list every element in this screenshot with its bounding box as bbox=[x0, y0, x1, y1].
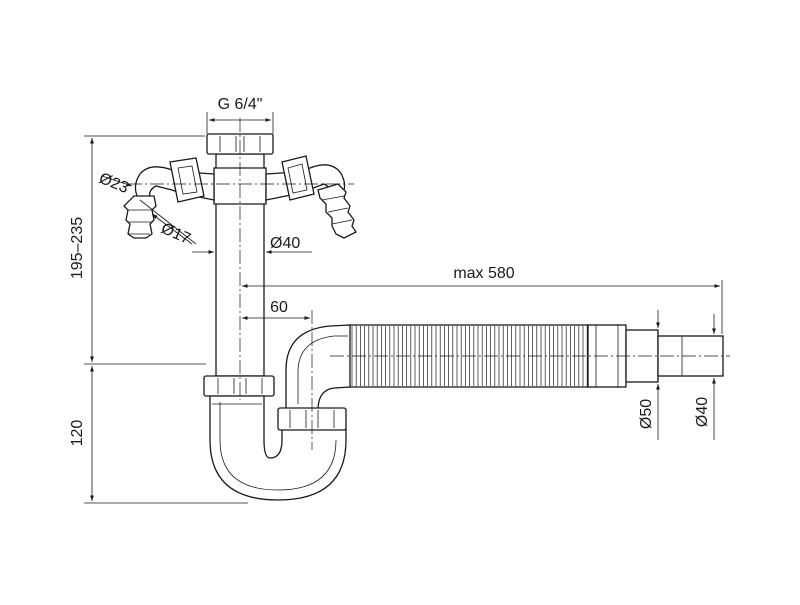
right-hose-connector bbox=[265, 155, 357, 239]
length-label: max 580 bbox=[453, 265, 514, 282]
height-upper-label: 195–235 bbox=[69, 217, 86, 279]
centerlines bbox=[128, 118, 730, 450]
left-barbed-nozzle bbox=[123, 195, 157, 239]
thread-dimension: G 6/4" bbox=[206, 96, 274, 134]
outlet-dimensions: Ø50 Ø40 bbox=[638, 310, 716, 440]
outlet-inner-label: Ø40 bbox=[694, 397, 711, 427]
hose-outer-label: Ø23 bbox=[97, 170, 132, 197]
length-dimension: max 580 bbox=[242, 265, 723, 334]
left-union-nut bbox=[169, 157, 205, 203]
offset-label: 60 bbox=[270, 299, 288, 316]
height-lower-label: 120 bbox=[69, 420, 86, 447]
trap bbox=[203, 324, 351, 501]
hose-inner-label: Ø17 bbox=[158, 220, 193, 248]
u-bend bbox=[209, 395, 347, 501]
elbow-riser bbox=[285, 324, 351, 411]
height-dimensions: 195–235 120 bbox=[69, 135, 248, 504]
offset-dimension: 60 bbox=[242, 299, 310, 320]
thread-label: G 6/4" bbox=[218, 96, 263, 113]
pipe-diameter-label: Ø40 bbox=[270, 235, 300, 252]
corrugated-ribs bbox=[351, 326, 588, 386]
right-union-nut bbox=[281, 155, 315, 201]
right-barbed-nozzle bbox=[317, 183, 357, 239]
outlet-outer-label: Ø50 bbox=[638, 399, 655, 429]
lower-nut bbox=[203, 375, 275, 397]
